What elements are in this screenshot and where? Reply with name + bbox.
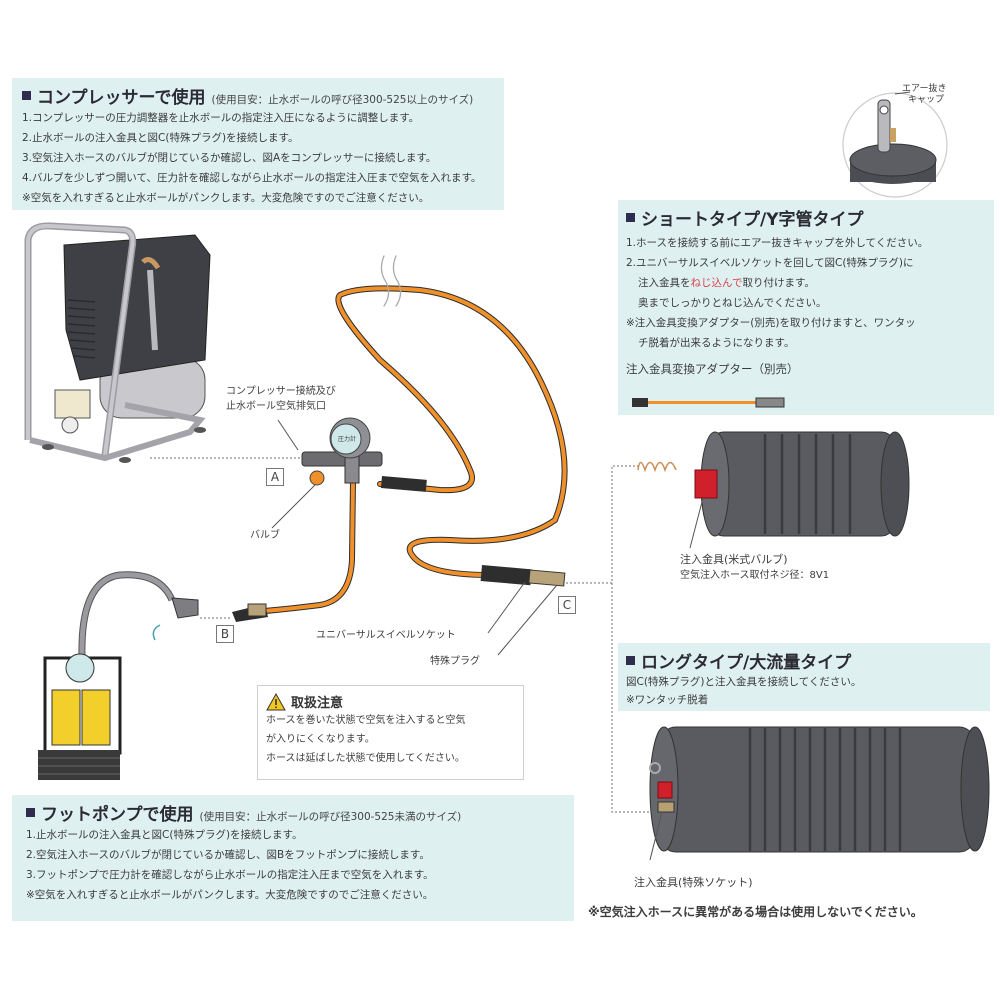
step2b-prefix: 注入金具を xyxy=(638,277,691,289)
adapter-label: 注入金具変換アダプター（別売） xyxy=(626,362,799,376)
short-type-step-2b: 注入金具をねじ込んで取り付けます。 xyxy=(626,273,986,293)
short-type-note-2: チ脱着が出来るようになります。 xyxy=(638,337,795,349)
compressor-step-4: 4.バルブを少しずつ開いて、圧力計を確認しながら止水ボールの指定注入圧まで空気を… xyxy=(22,172,482,184)
compressor-section-subtitle: (使用目安：止水ボールの呼び径300-525以上のサイズ) xyxy=(211,94,474,106)
special-socket-fitting xyxy=(657,781,673,799)
valve-label: バルブ xyxy=(250,530,280,541)
short-type-step-2c: 奥までしっかりとねじ込んでください。 xyxy=(638,297,827,309)
handling-caution-box: 取扱注意 ホースを巻いた状態で空気を注入すると空気 が入りにくくなります。 ホー… xyxy=(257,685,524,780)
short-ball-fitting-label: 注入金具(米式バルブ) xyxy=(680,553,788,566)
long-type-line-1: 図C(特殊プラグ)と注入金具を接続してください。 xyxy=(626,676,862,688)
square-bullet-icon xyxy=(26,808,35,817)
long-type-title: ロングタイプ/大流量タイプ xyxy=(641,653,852,673)
dotted-connectors xyxy=(150,457,660,813)
square-bullet-icon xyxy=(626,213,635,222)
caution-heading: 取扱注意 xyxy=(266,692,515,711)
compressor-instructions-panel: コンプレッサーで使用(使用目安：止水ボールの呼び径300-525以上のサイズ) … xyxy=(12,78,504,210)
caution-title: 取扱注意 xyxy=(291,696,344,711)
short-ball-thread-label: 空気注入ホース取付ネジ径：8V1 xyxy=(680,570,830,581)
connector-c-short-ball xyxy=(566,465,640,584)
foot-pump-subtitle: (使用目安：止水ボールの呼び径300-525未満のサイズ) xyxy=(199,811,462,823)
label-c-box: C xyxy=(558,596,576,614)
foot-pump-heading: フットポンプで使用 (使用目安：止水ボールの呼び径300-525未満のサイズ) xyxy=(26,800,560,825)
foot-pump-illustration xyxy=(38,571,199,780)
special-plug-c xyxy=(480,565,566,587)
air-release-cap-label-line-2: キャップ xyxy=(908,95,945,105)
compressor-step-2: 2.止水ボールの注入金具と図C(特殊プラグ)を接続します。 xyxy=(22,132,299,144)
adapter-illustration xyxy=(632,397,785,408)
long-ball-fitting-label: 注入金具(特殊ソケット) xyxy=(634,876,753,889)
compressor-section-title: コンプレッサーで使用 xyxy=(37,88,206,108)
long-type-line-2: ※ワンタッチ脱着 xyxy=(626,694,709,706)
caution-line-3: ホースは延ばした状態で使用してください。 xyxy=(266,753,465,764)
compressor-step-3: 3.空気注入ホースのバルブが閉じているか確認し、図Aをコンプレッサーに接続します… xyxy=(22,152,437,164)
connector-c-long-ball xyxy=(611,583,660,813)
short-type-heading: ショートタイプ/Y字管タイプ xyxy=(626,205,986,230)
compressor-warning: ※空気を入れすぎると止水ボールがパンクします。大変危険ですのでご注意ください。 xyxy=(22,192,430,204)
foot-pump-step-3: 3.フットポンプで圧力計を確認しながら止水ボールの指定注入圧まで空気を入れます。 xyxy=(26,869,434,881)
square-bullet-icon xyxy=(626,656,635,665)
foot-pump-step-2: 2.空気注入ホースのバルブが閉じているか確認し、図Bをフットポンプに接続します。 xyxy=(26,849,430,861)
foot-pump-step-1: 1.止水ボールの注入金具と図C(特殊プラグ)を接続します。 xyxy=(26,829,303,841)
long-type-panel: ロングタイプ/大流量タイプ 図C(特殊プラグ)と注入金具を接続してください。 ※… xyxy=(618,643,990,711)
gauge-face xyxy=(330,423,362,455)
foot-pump-warning: ※空気を入れすぎると止水ボールがパンクします。大変危険ですのでご注意ください。 xyxy=(26,889,434,901)
step2b-suffix: 取り付けます。 xyxy=(742,277,815,289)
connection-port-label: コンプレッサー接続及び 止水ボール空気排気口 xyxy=(226,384,336,414)
connection-label-line-2: 止水ボール空気排気口 xyxy=(226,401,326,412)
foot-pump-title: フットポンプで使用 xyxy=(41,805,194,825)
warning-triangle-icon xyxy=(266,692,286,710)
special-plug-label: 特殊プラグ xyxy=(430,656,480,667)
leader-lines xyxy=(271,419,558,656)
swivel-socket-label: ユニバーサルスイベルソケット xyxy=(316,630,456,641)
short-type-step-1: 1.ホースを接続する前にエアー抜きキャップを外してください。 xyxy=(626,237,929,249)
gauge-label: 圧力計 xyxy=(338,436,357,443)
square-bullet-icon xyxy=(22,91,31,100)
caution-line-2: が入りにくくなります。 xyxy=(266,734,375,745)
connection-label-line-1: コンプレッサー接続及び xyxy=(226,386,336,397)
compressor-step-1: 1.コンプレッサーの圧力調整器を止水ボールの指定注入圧になるように調整します。 xyxy=(22,112,420,124)
air-release-cap-inset xyxy=(842,91,948,198)
american-valve-fitting xyxy=(694,469,718,499)
special-plug-b xyxy=(232,603,268,622)
short-ball-illustration xyxy=(637,431,910,549)
label-a-box: A xyxy=(266,468,284,486)
long-type-heading: ロングタイプ/大流量タイプ xyxy=(626,648,982,673)
compressor-section-heading: コンプレッサーで使用 (使用目安：止水ボールの呼び径300-525以上のサイズ) xyxy=(22,83,494,108)
step2b-highlight: ねじ込んで xyxy=(690,277,743,289)
air-release-cap-label: エアー抜き キャップ xyxy=(902,84,946,106)
short-type-note-1: ※注入金具変換アダプター(別売)を取り付けますと、ワンタッ xyxy=(626,317,916,329)
short-type-step-2: 2.ユニバーサルスイベルソケットを回して図C(特殊プラグ)に xyxy=(626,257,914,269)
pressure-gauge-assembly xyxy=(301,417,427,492)
caution-line-1: ホースを巻いた状態で空気を注入すると空気 xyxy=(266,715,466,726)
valve-knob xyxy=(309,470,325,486)
short-type-panel: ショートタイプ/Y字管タイプ 1.ホースを接続する前にエアー抜きキャップを外して… xyxy=(618,200,994,415)
foot-pump-panel: フットポンプで使用 (使用目安：止水ボールの呼び径300-525未満のサイズ) 1… xyxy=(12,795,574,921)
air-hose xyxy=(249,255,568,615)
long-ball-illustration xyxy=(649,726,990,861)
short-type-title: ショートタイプ/Y字管タイプ xyxy=(641,210,864,230)
air-release-cap-label-line-1: エアー抜き xyxy=(902,84,947,94)
compressor-illustration xyxy=(24,222,211,463)
label-b-box: B xyxy=(216,625,234,643)
hose-abnormality-warning: ※空気注入ホースに異常がある場合は使用しないでください。 xyxy=(588,905,923,919)
